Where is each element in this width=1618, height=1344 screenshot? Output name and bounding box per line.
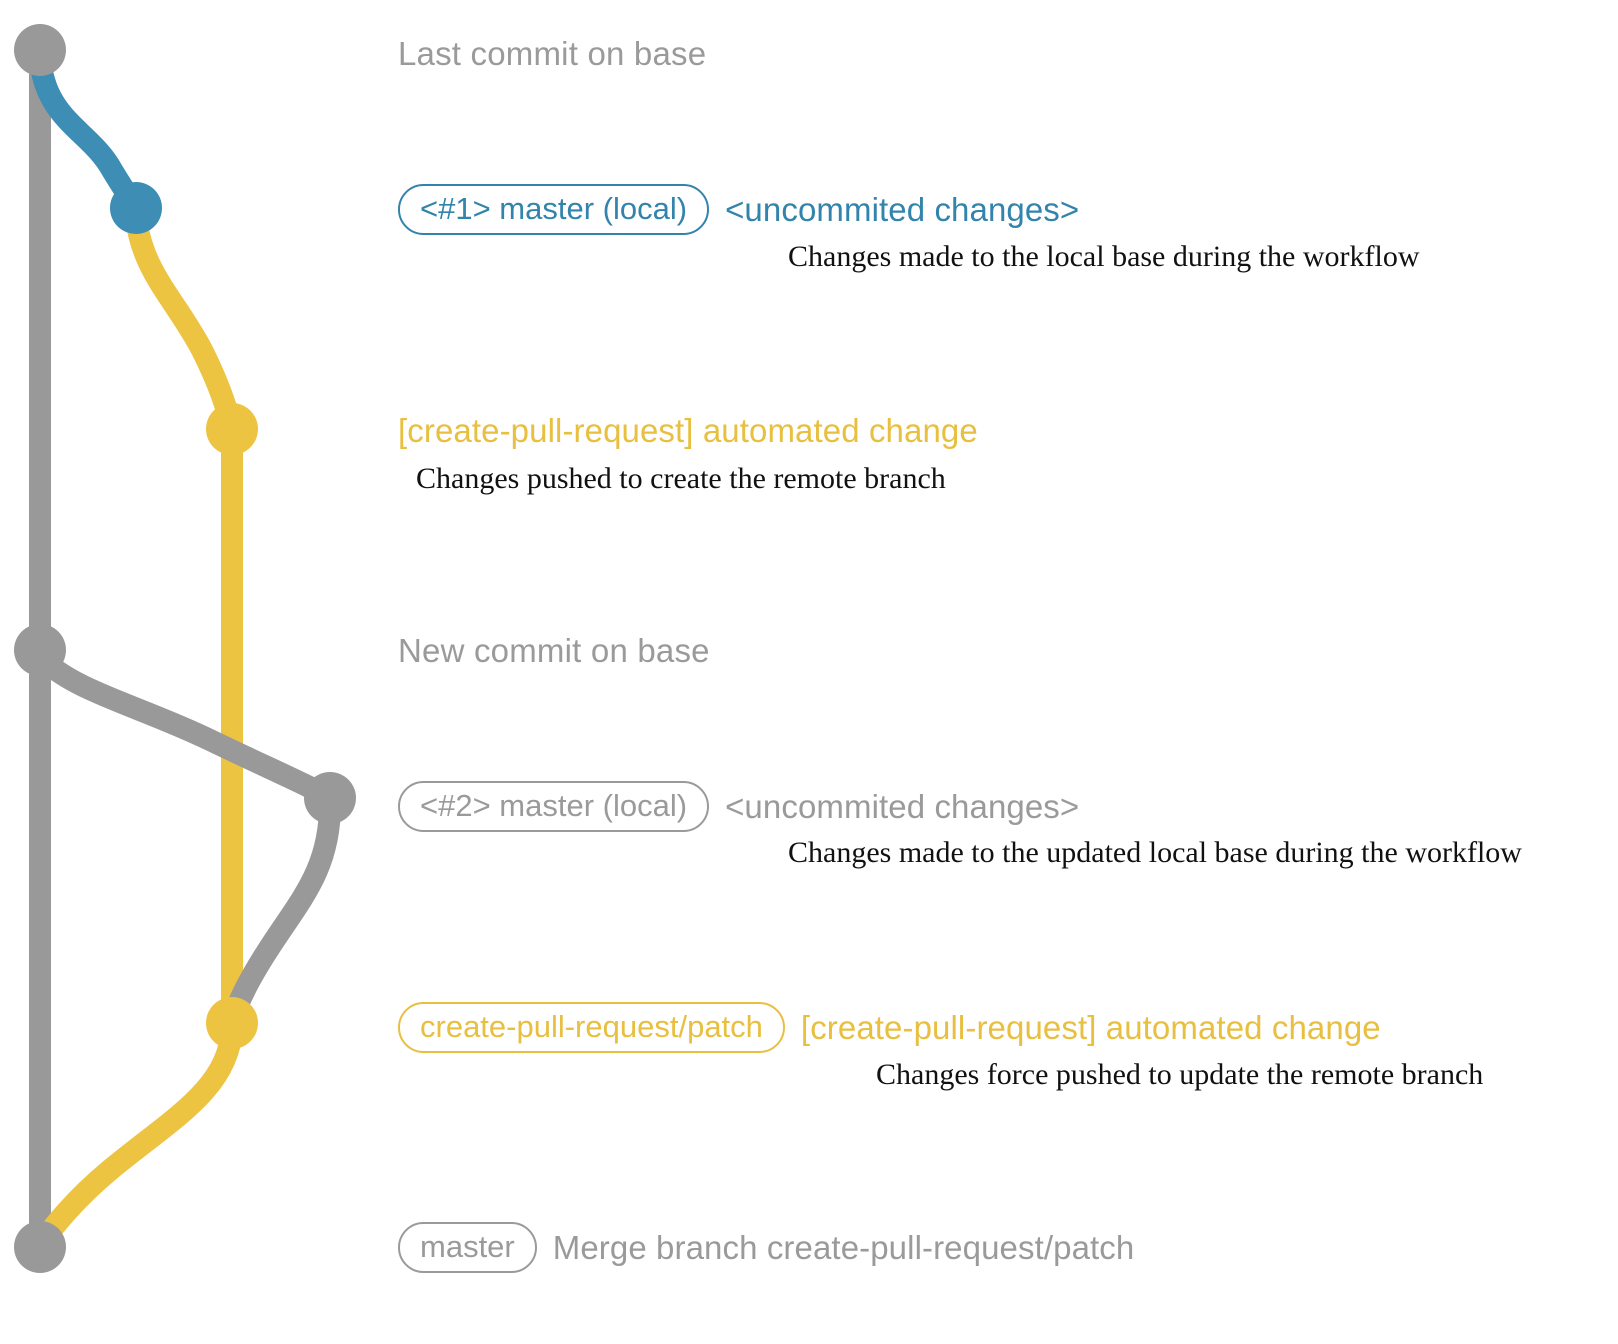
branch-badge-master[interactable]: master	[398, 1222, 537, 1273]
branch-badge-master-local-2[interactable]: <#2> master (local)	[398, 781, 710, 832]
commit-description-2: Changes pushed to create the remote bran…	[416, 462, 946, 495]
commit-message-4: [create-pull-request] automated change	[800, 1008, 1381, 1046]
commit-description-4: Changes force pushed to update the remot…	[876, 1058, 1484, 1091]
heading-new-commit-on-base: New commit on base	[398, 632, 710, 669]
branch-badge-create-pull-request-patch[interactable]: create-pull-request/patch	[398, 1002, 785, 1053]
node-last-commit-on-base[interactable]	[14, 24, 66, 76]
heading-last-commit-on-base: Last commit on base	[398, 35, 707, 72]
local-to-patch-2-line	[221, 793, 341, 1034]
commit-description-3: Changes made to the updated local base d…	[788, 836, 1522, 869]
commit-row-5: master Merge branch create-pull-request/…	[398, 1222, 1134, 1273]
commit-message-3: <uncommited changes>	[725, 787, 1080, 825]
commit-row-3: <#2> master (local) <uncommited changes>	[398, 781, 1079, 832]
local-branch-1-line	[29, 45, 147, 219]
patch-branch-upper-line	[125, 203, 243, 440]
heading-new-commit-on-base-row: New commit on base	[398, 632, 710, 670]
node-merge-master[interactable]	[14, 1221, 66, 1273]
node-new-commit-on-base[interactable]	[14, 624, 66, 676]
merge-line	[31, 1018, 243, 1254]
node-automated-change-1[interactable]	[206, 403, 258, 455]
commit-row-4: create-pull-request/patch [create-pull-r…	[398, 1002, 1381, 1053]
node-automated-change-2[interactable]	[206, 997, 258, 1049]
local-branch-2-line	[29, 645, 341, 809]
commit-row-2: [create-pull-request] automated change	[398, 412, 978, 450]
node-master-local-2[interactable]	[304, 772, 356, 824]
node-master-local-1[interactable]	[110, 182, 162, 234]
branch-badge-master-local-1[interactable]: <#1> master (local)	[398, 184, 710, 235]
heading-last-commit-on-base-row: Last commit on base	[398, 35, 706, 73]
commit-description-1: Changes made to the local base during th…	[788, 240, 1420, 273]
commit-row-1: <#1> master (local) <uncommited changes>	[398, 184, 1079, 235]
commit-message-2: [create-pull-request] automated change	[398, 412, 978, 449]
commit-message-5: Merge branch create-pull-request/patch	[552, 1228, 1135, 1266]
commit-message-1: <uncommited changes>	[725, 190, 1080, 228]
